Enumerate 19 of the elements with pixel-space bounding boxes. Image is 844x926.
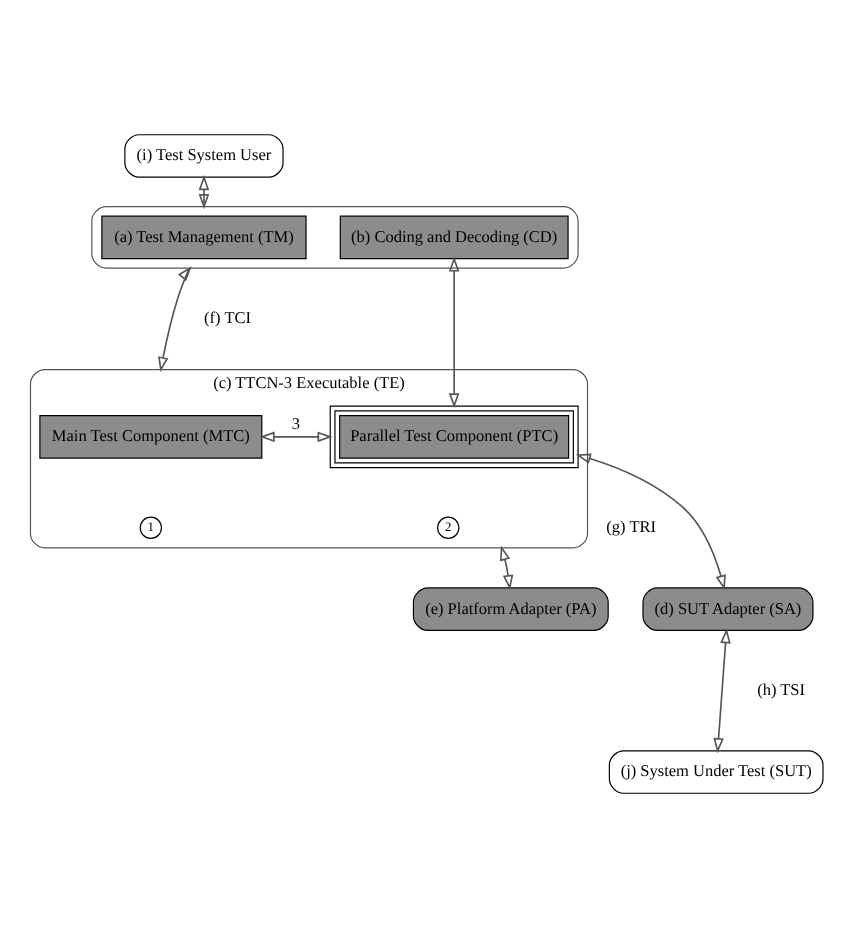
node-box: Parallel Test Component (PTC) <box>329 404 579 468</box>
node-box: (d) SUT Adapter (SA) <box>642 586 814 630</box>
arrow <box>198 174 210 209</box>
arrow <box>259 430 333 442</box>
node-box: (b) Coding and Decoding (CD) <box>339 214 569 259</box>
edge-label: 3 <box>291 413 301 432</box>
node-box: Main Test Component (MTC) <box>39 414 263 458</box>
label: (f) TCI <box>204 308 252 327</box>
cluster <box>91 205 579 268</box>
arrow <box>448 255 460 408</box>
arrow <box>713 627 731 753</box>
node-box: (j) System Under Test (SUT) <box>608 749 824 793</box>
label: (g) TRI <box>606 517 657 536</box>
arrow <box>157 265 192 372</box>
node-box: (a) Test Management (TM) <box>101 214 307 259</box>
node-box: (e) Platform Adapter (PA) <box>412 586 609 630</box>
label: (h) TSI <box>757 679 805 698</box>
node-box: (i) Test System User <box>124 133 284 177</box>
arrow <box>575 452 726 590</box>
